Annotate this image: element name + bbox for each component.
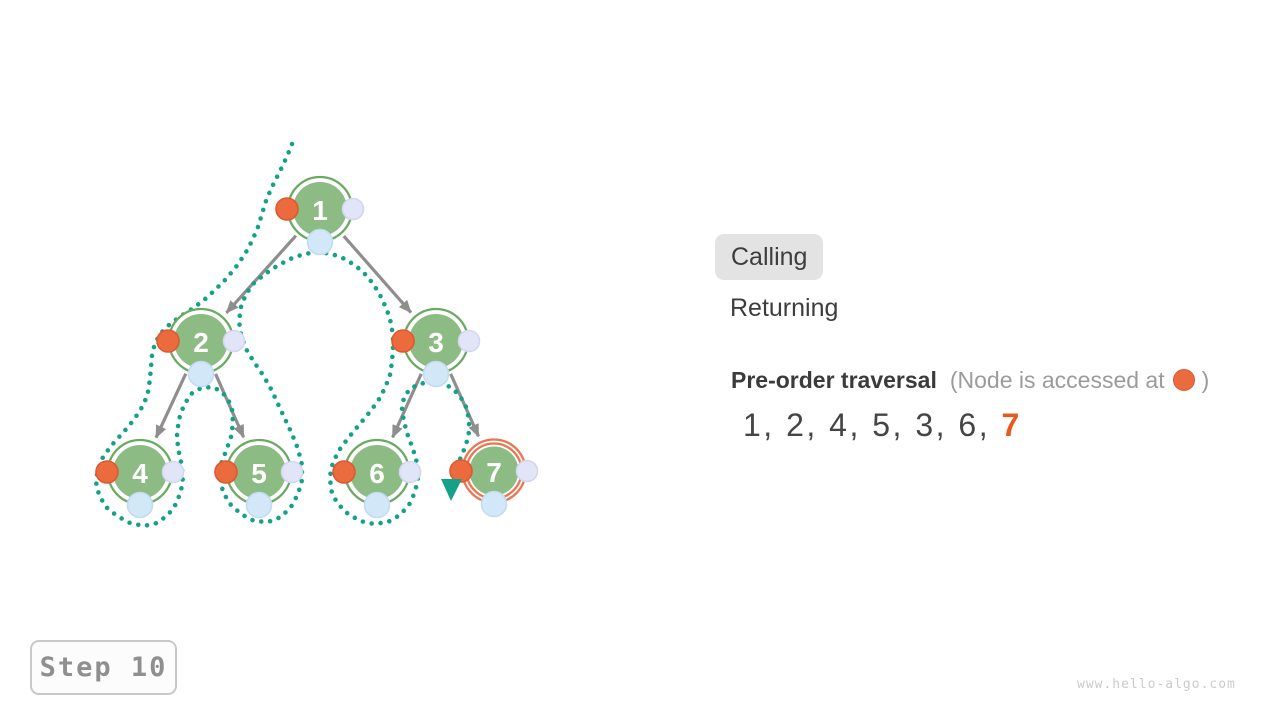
bottom-marker-dot bbox=[363, 491, 391, 519]
bottom-marker-dot bbox=[306, 228, 334, 256]
calling-status-chip: Calling bbox=[715, 234, 824, 280]
bottom-marker-dot bbox=[245, 491, 273, 519]
node-label: 4 bbox=[132, 458, 148, 489]
returning-status-label: Returning bbox=[730, 294, 839, 322]
access-marker-dot bbox=[449, 459, 473, 483]
right-marker-dot bbox=[457, 329, 481, 353]
tree-node-1: 1 bbox=[275, 175, 365, 256]
node-body bbox=[113, 445, 167, 499]
tree-node-4: 4 bbox=[95, 438, 185, 519]
tree-nodes: 1 2 3 4 5 6 7 bbox=[95, 175, 539, 519]
traversal-legend: Pre-order traversal (Node is accessed at) bbox=[731, 367, 1209, 394]
access-note-prefix: (Node is accessed at bbox=[949, 367, 1165, 393]
node-label: 2 bbox=[193, 327, 209, 358]
right-marker-dot bbox=[515, 459, 539, 483]
access-note-suffix: ) bbox=[1201, 367, 1210, 393]
node-label: 5 bbox=[251, 458, 267, 489]
node-body bbox=[174, 314, 228, 368]
access-marker-dot bbox=[391, 329, 415, 353]
access-marker-dot bbox=[95, 460, 119, 484]
access-marker-dot bbox=[156, 329, 180, 353]
step-indicator: Step 10 bbox=[30, 640, 177, 695]
tree-node-7: 7 bbox=[449, 438, 539, 518]
traversal-trace-path bbox=[93, 141, 472, 529]
traversal-title: Pre-order traversal bbox=[731, 367, 937, 393]
right-marker-dot bbox=[398, 460, 422, 484]
access-marker-dot bbox=[275, 197, 299, 221]
bottom-marker-dot bbox=[126, 491, 154, 519]
node-label: 7 bbox=[486, 457, 502, 488]
right-marker-dot bbox=[280, 460, 304, 484]
traversal-sequence: 1, 2, 4, 5, 3, 6, 7 bbox=[743, 407, 1022, 444]
bottom-marker-dot bbox=[422, 360, 450, 388]
bottom-marker-dot bbox=[480, 490, 508, 518]
node-body bbox=[409, 314, 463, 368]
current-position-cursor bbox=[441, 479, 462, 501]
tree-node-2: 2 bbox=[156, 307, 246, 388]
node-label: 1 bbox=[312, 195, 328, 226]
node-body bbox=[232, 445, 286, 499]
edge-1-2 bbox=[225, 234, 298, 314]
edge-1-3 bbox=[342, 234, 413, 314]
tree-node-3: 3 bbox=[391, 307, 481, 388]
edge-2-5 bbox=[214, 373, 246, 439]
access-marker-dot bbox=[332, 460, 356, 484]
node-body bbox=[293, 182, 347, 236]
right-marker-dot bbox=[222, 329, 246, 353]
node-body bbox=[469, 446, 519, 496]
bottom-marker-dot bbox=[187, 360, 215, 388]
watermark: www.hello-algo.com bbox=[1077, 677, 1236, 692]
access-marker-dot bbox=[214, 460, 238, 484]
right-marker-dot bbox=[341, 197, 365, 221]
right-marker-dot bbox=[161, 460, 185, 484]
tree-node-6: 6 bbox=[332, 438, 422, 519]
sequence-current: 7 bbox=[1001, 407, 1022, 443]
sequence-visited: 1, 2, 4, 5, 3, 6, bbox=[743, 407, 1002, 443]
node-label: 3 bbox=[428, 327, 444, 358]
tree-node-5: 5 bbox=[214, 438, 304, 519]
node-label: 6 bbox=[369, 458, 385, 489]
edge-3-6 bbox=[391, 373, 423, 439]
edge-2-4 bbox=[154, 372, 188, 439]
access-marker-icon bbox=[1172, 369, 1195, 391]
node-body bbox=[350, 445, 404, 499]
